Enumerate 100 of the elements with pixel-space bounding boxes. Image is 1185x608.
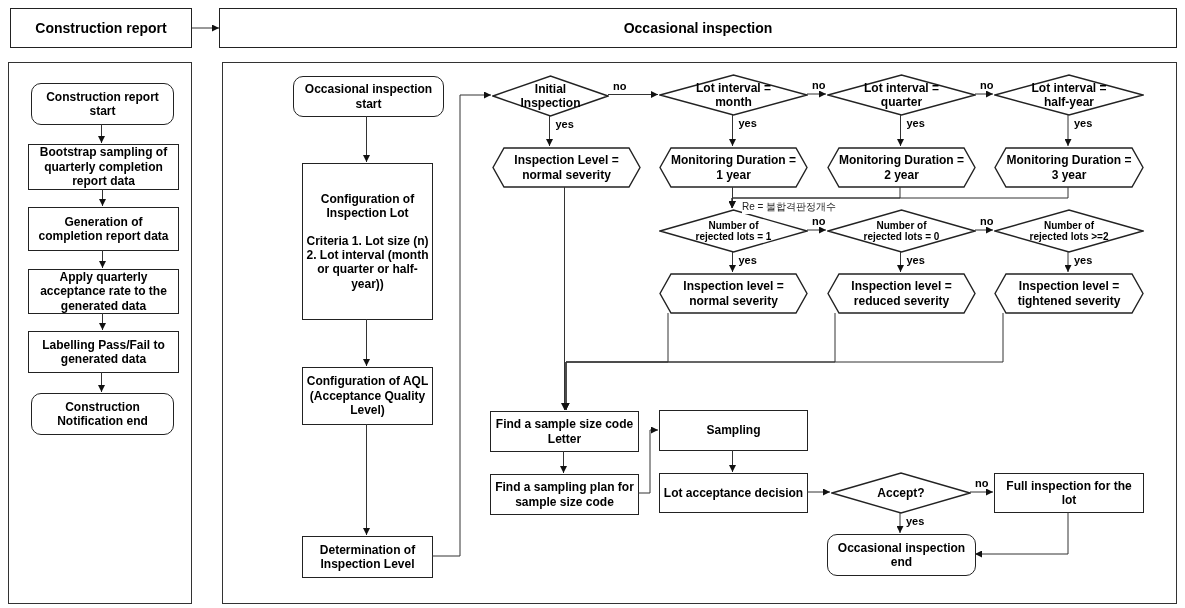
arrow xyxy=(729,114,736,147)
node-text: Find a sample size code Letter xyxy=(494,417,635,446)
hexagon-box xyxy=(994,147,1144,188)
arrow xyxy=(974,90,994,98)
arrow xyxy=(806,488,831,496)
process-box xyxy=(28,207,179,251)
arrow xyxy=(806,226,827,234)
header-box xyxy=(10,8,192,48)
node-text: Accept? xyxy=(876,485,926,501)
arrow xyxy=(729,449,736,473)
node-text: Construction report start xyxy=(45,89,160,119)
arrow xyxy=(1064,251,1072,273)
panel-frame xyxy=(222,62,1177,604)
arrow xyxy=(363,423,370,536)
arrow xyxy=(806,90,827,98)
arrow xyxy=(99,249,106,269)
node-text: Inspection level = tightened severity xyxy=(1016,279,1122,308)
arrow xyxy=(431,91,492,557)
node-text: Determination of Inspection Level xyxy=(318,542,417,572)
node-text: Inspection level = reduced severity xyxy=(850,279,953,308)
node-text: Monitoring Duration = 1 year xyxy=(670,153,797,182)
arrow xyxy=(729,186,736,209)
hexagon-box xyxy=(492,147,641,188)
process-box xyxy=(659,473,808,513)
arrow xyxy=(99,312,106,331)
node-text: Initial Inspection xyxy=(519,81,582,111)
node-text: Generation of completion report data xyxy=(37,214,170,244)
process-box xyxy=(994,473,1144,513)
node-text: Configuration of AQL (Acceptance Quality Level) xyxy=(305,374,430,418)
arrow xyxy=(546,115,553,147)
node-text: Find a sampling plan for sample size code xyxy=(494,480,635,509)
node-text: Inspection Level = normal severity xyxy=(513,153,620,182)
arrow xyxy=(974,511,1069,558)
arrow xyxy=(969,488,994,496)
node-text: Configuration of Inspection Lot xyxy=(319,191,416,221)
arrow xyxy=(637,426,659,494)
decision-diamond xyxy=(492,75,609,117)
header-text: Construction report xyxy=(34,19,168,37)
node-text: Number of rejected lots >=2 xyxy=(1028,220,1110,242)
decision-diamond xyxy=(994,209,1144,253)
node-text: Occasional inspection end xyxy=(836,540,967,570)
arrow xyxy=(1064,114,1072,147)
arrow xyxy=(363,318,370,367)
decision-diamond xyxy=(994,74,1144,116)
node-text: Lot acceptance decision xyxy=(662,485,805,501)
process-box xyxy=(28,144,179,190)
decision-diamond xyxy=(827,74,976,116)
terminal-box xyxy=(293,76,444,117)
hexagon-box xyxy=(827,273,976,314)
arrow xyxy=(607,91,659,98)
node-text: Lot interval = month xyxy=(695,80,772,110)
node-text: Monitoring Duration = 3 year xyxy=(1005,153,1133,182)
arrow xyxy=(562,312,1004,411)
header-box xyxy=(219,8,1177,48)
process-box xyxy=(28,331,179,373)
arrow xyxy=(729,251,736,273)
process-box xyxy=(302,163,433,320)
hexagon-box xyxy=(659,147,808,188)
header-text: Occasional inspection xyxy=(622,19,774,37)
arrow xyxy=(897,114,904,147)
node-text: Monitoring Duration = 2 year xyxy=(838,153,965,182)
arrow xyxy=(98,123,105,144)
arrow xyxy=(897,251,904,273)
node-text: Bootstrap sampling of quarterly completion report data xyxy=(38,145,169,189)
node-text: Lot interval = half-year xyxy=(1030,80,1108,110)
node-text: Number of rejected lots = 1 xyxy=(694,220,773,242)
terminal-box xyxy=(31,83,174,125)
node-text: Sampling xyxy=(705,423,762,438)
decision-diamond xyxy=(659,74,808,116)
arrow xyxy=(99,188,106,207)
panel-frame xyxy=(8,62,192,604)
arrow xyxy=(728,186,1069,209)
node-text: Labelling Pass/Fail to generated data xyxy=(41,337,166,367)
node-text: Full inspection for the lot xyxy=(1005,478,1133,508)
decision-diamond xyxy=(831,472,971,514)
note-text: Re = 불합격판정개수 xyxy=(742,200,837,214)
process-box xyxy=(659,410,808,451)
arrow xyxy=(191,24,220,32)
node-text: Apply quarterly acceptance rate to the generated data xyxy=(39,269,168,314)
process-box xyxy=(302,536,433,578)
arrow xyxy=(363,115,370,163)
process-box xyxy=(302,367,433,425)
arrow xyxy=(896,512,904,534)
node-text: Lot interval = quarter xyxy=(863,80,940,110)
node-text: Criteria 1. Lot size (n) 2. Lot interval (month or quarter or half-year)) xyxy=(305,233,430,292)
hexagon-box xyxy=(827,147,976,188)
arrow xyxy=(560,450,567,474)
hexagon-box xyxy=(994,273,1144,314)
terminal-box xyxy=(31,393,174,435)
terminal-box xyxy=(827,534,976,576)
arrow xyxy=(98,371,105,393)
node-text: Inspection level = normal severity xyxy=(682,279,785,308)
arrow xyxy=(561,186,568,411)
process-box xyxy=(490,474,639,515)
hexagon-box xyxy=(659,273,808,314)
node-text: Construction Notification end xyxy=(56,399,149,429)
process-box xyxy=(490,411,639,452)
node-text: Number of rejected lots = 0 xyxy=(862,220,941,242)
node-text: Occasional inspection start xyxy=(303,82,434,111)
arrow xyxy=(974,226,994,234)
